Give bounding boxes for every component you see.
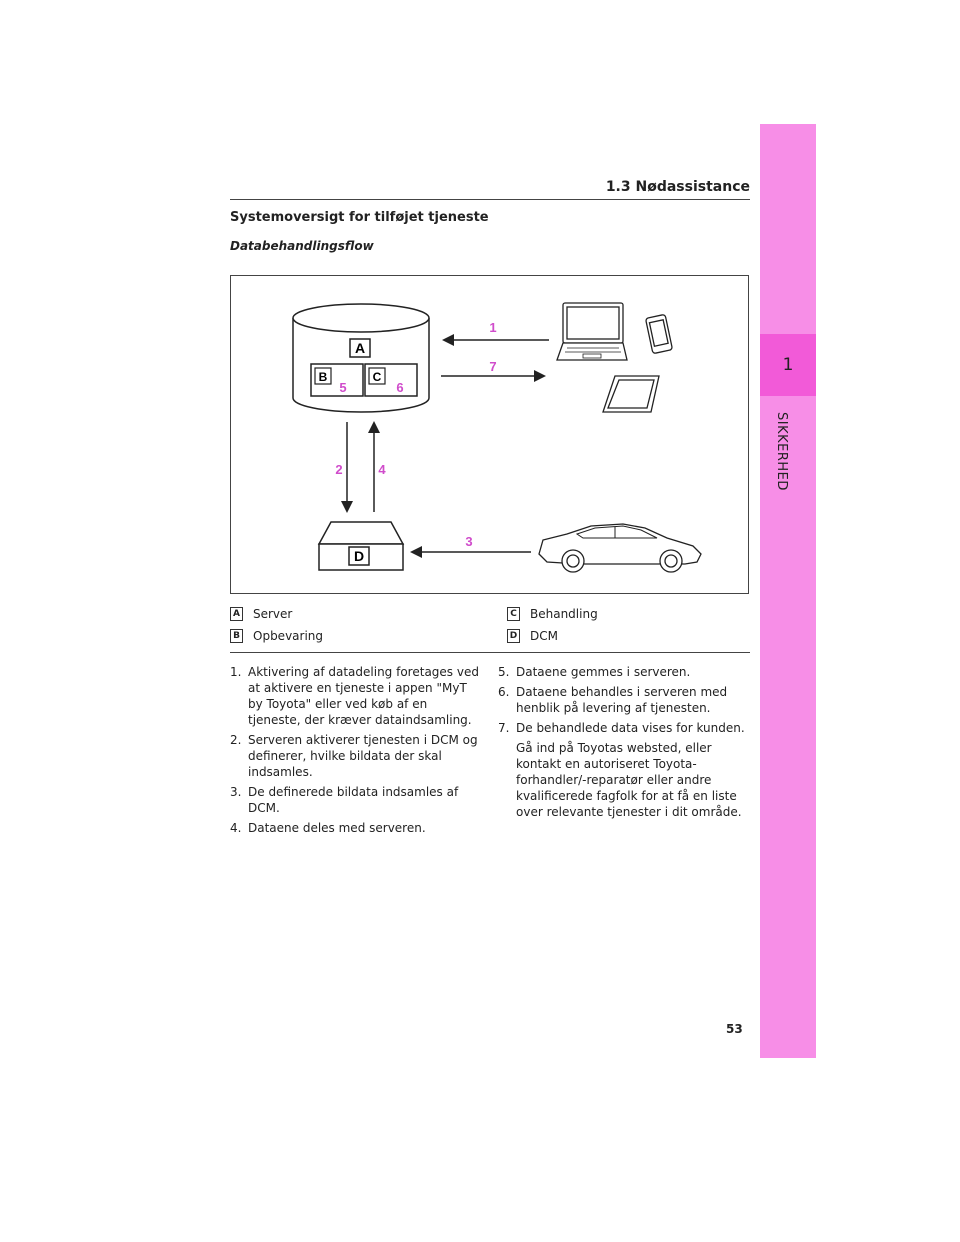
legend-item: D DCM [507, 625, 598, 647]
legend-text: DCM [530, 629, 558, 643]
list-item: 3.De definerede bildata indsamles af DCM… [230, 785, 459, 815]
list-item: 6.Dataene behandles i serveren med henbl… [498, 685, 728, 715]
legend-key: D [507, 629, 520, 643]
legend-divider [230, 652, 750, 653]
section-header: 1.3 Nødassistance [605, 179, 750, 195]
note-text: Gå ind på Toyotas websted, eller kontakt… [516, 741, 742, 819]
tablet-icon [602, 375, 660, 413]
legend-key: C [507, 607, 520, 621]
legend-key: A [230, 607, 243, 621]
legend-text: Server [253, 607, 293, 621]
step-4: 4 [378, 462, 386, 477]
list-item: 2.Serveren aktiverer tjenesten i DCM og … [230, 733, 478, 779]
header-divider [230, 199, 750, 200]
sub-heading: Databehandlingsflow [230, 239, 374, 253]
label-d: D [354, 548, 364, 564]
phone-icon [645, 314, 673, 354]
label-a-box [349, 338, 371, 358]
legend-item: A Server [230, 603, 323, 625]
section-heading: Systemoversigt for tilføjet tjeneste [230, 210, 489, 225]
chapter-label: SIKKERHED [774, 412, 789, 491]
step-5: 5 [339, 380, 346, 395]
label-a: A [355, 340, 365, 356]
legend-item: B Opbevaring [230, 625, 323, 647]
legend-text: Opbevaring [253, 629, 324, 643]
steps-left-column: 1.Aktivering af datadeling foretages ved… [230, 664, 480, 840]
label-c: C [373, 370, 382, 384]
step-6: 6 [396, 380, 403, 395]
steps-right-column: 5.Dataene gemmes i serveren. 6.Dataene b… [498, 664, 748, 820]
chapter-side-tab: 1 SIKKERHED [760, 124, 816, 1058]
data-flow-diagram: A B 5 C 6 1 7 [230, 275, 749, 594]
label-b: B [319, 370, 328, 384]
list-item: 1.Aktivering af datadeling foretages ved… [230, 665, 479, 727]
step-1: 1 [489, 320, 496, 335]
list-item: 5.Dataene gemmes i serveren. [498, 665, 691, 679]
legend-key: B [230, 629, 243, 643]
label-d-box [348, 546, 370, 566]
page-number: 53 [726, 1022, 743, 1036]
step-7: 7 [489, 359, 496, 374]
legend-item: C Behandling [507, 603, 598, 625]
car-icon [538, 523, 702, 573]
legend-right: C Behandling D DCM [507, 603, 598, 647]
list-item: 7.De behandlede data vises for kunden. [498, 721, 745, 735]
legend-left: A Server B Opbevaring [230, 603, 323, 647]
step-2: 2 [335, 462, 342, 477]
step-3: 3 [465, 534, 472, 549]
list-item: 4.Dataene deles med serveren. [230, 821, 426, 835]
chapter-number: 1 [760, 334, 816, 396]
legend-text: Behandling [530, 607, 598, 621]
laptop-icon [556, 302, 628, 361]
